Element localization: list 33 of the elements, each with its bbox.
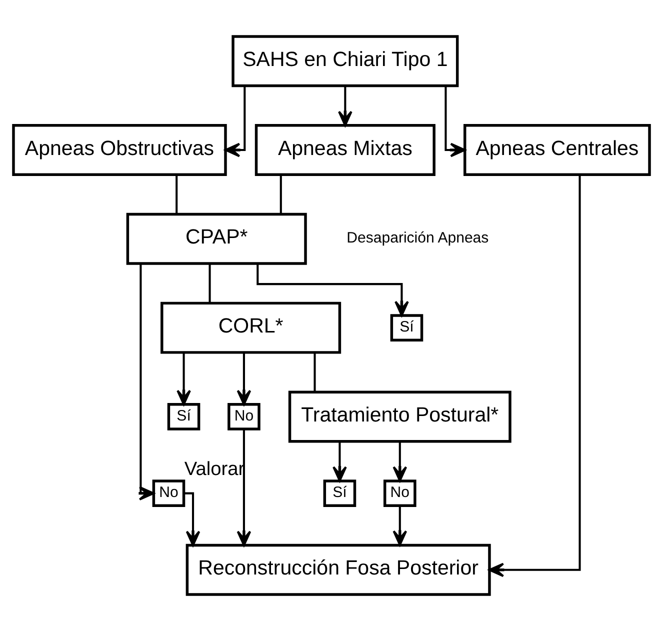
connector: [176, 174, 178, 214]
arrow: [184, 492, 200, 546]
connector: [208, 264, 211, 304]
arrow: [444, 86, 466, 158]
arrow: [236, 352, 252, 406]
arrow: [138, 264, 154, 500]
edge-label: Valorar: [184, 459, 245, 480]
arrow: [338, 86, 352, 126]
node-box: Apneas Centrales: [464, 124, 651, 176]
node-box: Sí: [323, 480, 356, 507]
connector: [280, 174, 282, 214]
arrow: [488, 175, 581, 578]
arrow: [332, 441, 347, 482]
node-box: CORL*: [160, 302, 342, 354]
node-box: Sí: [390, 314, 424, 342]
node-box: CPAP*: [126, 212, 307, 265]
arrow: [392, 506, 408, 546]
node-box: No: [152, 480, 186, 507]
node-box: Apneas Obstructivas: [12, 124, 227, 176]
arrow: [224, 86, 246, 158]
connector: [314, 352, 316, 392]
arrow: [236, 429, 252, 546]
arrow: [392, 441, 408, 482]
node-box: Reconstrucción Fosa Posterior: [186, 544, 491, 596]
node-box: Apneas Mixtas: [254, 124, 436, 176]
arrow: [176, 352, 191, 406]
node-box: No: [228, 403, 260, 430]
arrow: [256, 264, 409, 316]
node-box: SAHS en Chiari Tipo 1: [232, 35, 459, 88]
label: Desaparición Apneas: [346, 230, 489, 247]
node-box: No: [383, 480, 416, 507]
node-box: Sí: [167, 403, 200, 430]
node-box: Tratamiento Postural*: [288, 390, 512, 443]
